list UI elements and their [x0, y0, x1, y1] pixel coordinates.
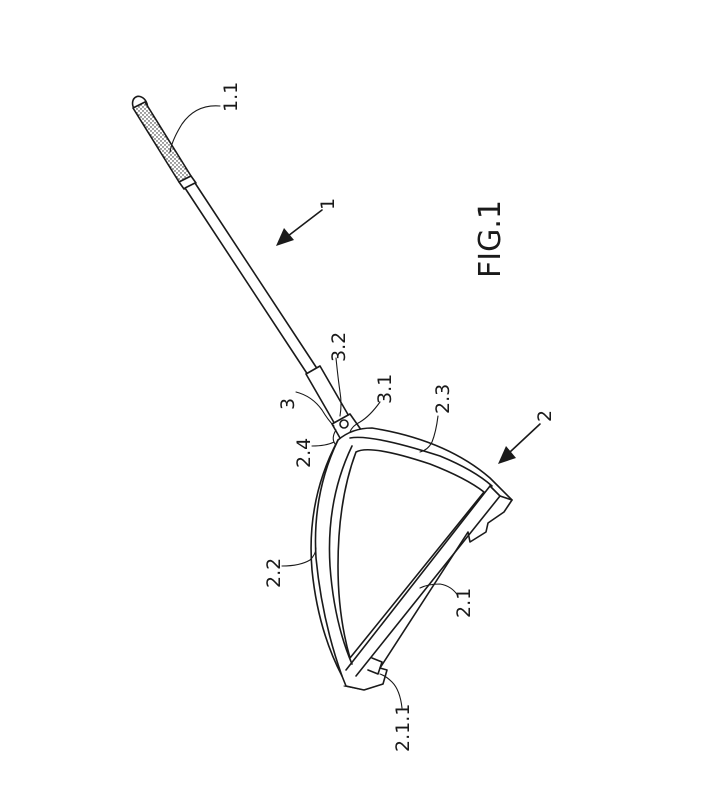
- leader-corner: [311, 441, 335, 447]
- joint-bracket: [332, 429, 345, 447]
- sleeve-ring: [305, 365, 321, 375]
- leader-joint-upper: [335, 357, 342, 417]
- label-frame-bottom: 2.1: [453, 588, 475, 618]
- leader-joint-lower: [349, 401, 381, 433]
- label-notch: 2.1.1: [392, 704, 414, 752]
- head-rim-inner-top: [349, 436, 493, 487]
- label-grip: 1.1: [220, 82, 242, 112]
- joint-pin: [339, 419, 349, 429]
- arrow-head-shaft: [509, 423, 541, 453]
- handle-shaft: [184, 182, 319, 376]
- leader-frame-left: [281, 547, 317, 567]
- head-bottom-face-edge: [345, 485, 491, 671]
- label-frame-top: 2.3: [432, 384, 454, 414]
- arrow-head-head: [498, 446, 516, 464]
- leader-notch: [379, 673, 403, 709]
- head-left-frame-outer: [310, 439, 343, 677]
- label-corner: 2.4: [293, 438, 315, 468]
- head-bottom-face-edge-outer: [355, 495, 501, 677]
- arrow-device-head: [276, 228, 294, 246]
- arrow-device-shaft: [287, 209, 323, 237]
- label-joint-lower: 3.1: [374, 374, 396, 404]
- head-notch: [367, 657, 383, 675]
- label-device: 1: [317, 198, 339, 210]
- head-base-line: [343, 683, 384, 691]
- handle-assembly: [131, 95, 351, 427]
- head-left-frame-inner: [328, 445, 353, 665]
- figure-title: FIG.1: [473, 200, 508, 278]
- leader-frame-top: [419, 415, 439, 453]
- leader-frame-bottom: [419, 583, 459, 597]
- head-assembly: [310, 427, 513, 691]
- leader-joint: [295, 391, 335, 427]
- grip-ferrule: [178, 175, 197, 190]
- arrow-head: [498, 423, 541, 464]
- label-joint: 3: [277, 398, 299, 410]
- label-head: 2: [534, 410, 556, 422]
- arrow-device: [276, 209, 323, 246]
- leader-grip: [169, 105, 221, 153]
- label-joint-upper: 3.2: [328, 332, 350, 362]
- label-frame-left: 2.2: [263, 558, 285, 588]
- handle-grip: [132, 101, 192, 183]
- head-end-block: [489, 485, 513, 501]
- reference-labels: 1.1 1 3.2 3 3.1 2.3 2.4 2 2.2 2.1 2.1.1: [220, 82, 556, 752]
- head-inner-cavity: [337, 448, 485, 659]
- leader-lines: [169, 105, 459, 709]
